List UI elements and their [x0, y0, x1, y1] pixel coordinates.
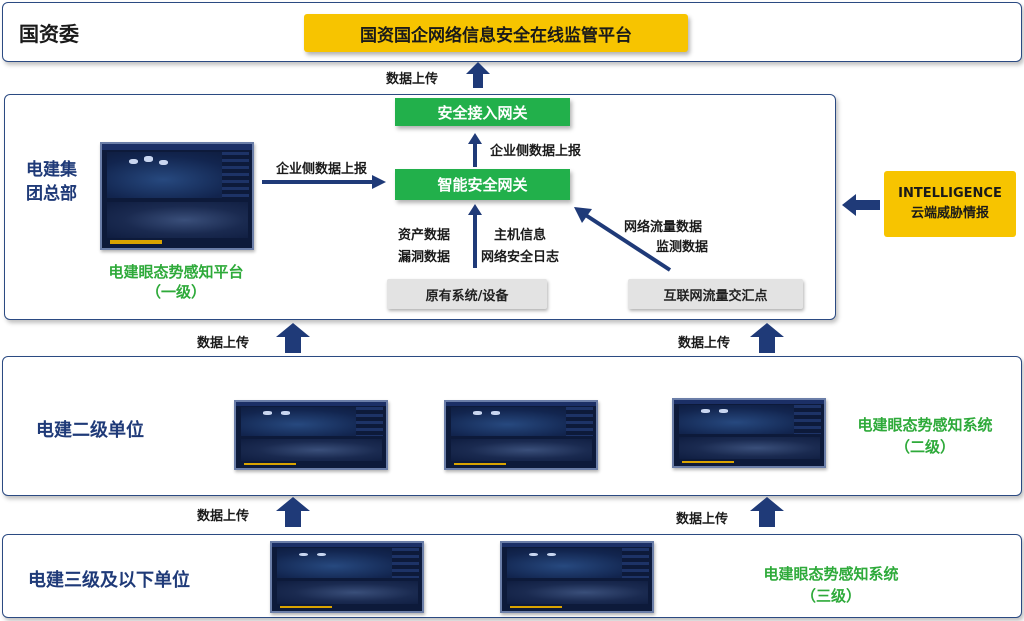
level3-dashboard-thumbnail — [500, 541, 654, 613]
regulatory-platform: 国资国企网络信息安全在线监管平台 — [304, 14, 688, 52]
exchange-point-box: 互联网流量交汇点 — [628, 279, 803, 309]
vuln-data-label: 漏洞数据 — [398, 250, 451, 265]
security-log-label: 网络安全日志 — [481, 250, 560, 265]
host-info-label: 主机信息 — [494, 228, 547, 243]
hq-platform-label: 电建眼态势感知平台 （一级） — [108, 263, 244, 301]
right-arrow-icon — [262, 175, 386, 189]
level3-system-label: 电建眼态势感知系统 （三级） — [763, 565, 899, 605]
flow-data-label: 网络流量数据 — [624, 220, 703, 235]
top-panel: 国资委 — [2, 2, 1022, 62]
hq-name: 电建集 团总部 — [26, 160, 77, 204]
left-arrow-icon — [842, 194, 880, 216]
upload-label-top: 数据上传 — [386, 72, 439, 87]
level2-system-label: 电建眼态势感知系统 （二级） — [857, 416, 993, 456]
up-arrow-icon — [750, 323, 784, 353]
asset-data-label: 资产数据 — [398, 228, 451, 243]
level2-dashboard-thumbnail — [444, 400, 598, 470]
gateway-access: 安全接入网关 — [395, 98, 570, 126]
up-arrow-icon — [466, 62, 490, 88]
threat-intel-box: INTELLIGENCE 云端威胁情报 — [884, 171, 1016, 237]
diagonal-arrow-icon — [574, 207, 672, 272]
org-label: 国资委 — [19, 22, 79, 46]
level3-dashboard-thumbnail — [270, 541, 424, 613]
report-label-mid: 企业侧数据上报 — [490, 144, 582, 159]
up-arrow-icon — [276, 497, 310, 527]
up-arrow-icon — [276, 323, 310, 353]
level2-name: 电建二级单位 — [36, 420, 144, 441]
upload-label: 数据上传 — [197, 509, 250, 524]
level2-dashboard-thumbnail — [672, 398, 826, 468]
upload-label: 数据上传 — [678, 336, 731, 351]
gateway-smart: 智能安全网关 — [395, 169, 570, 200]
level3-name: 电建三级及以下单位 — [28, 570, 190, 591]
monitor-data-label: 监测数据 — [656, 240, 709, 255]
up-arrow-icon — [750, 497, 784, 527]
upload-label: 数据上传 — [197, 336, 250, 351]
level2-dashboard-thumbnail — [234, 400, 388, 470]
report-label-left: 企业侧数据上报 — [276, 162, 368, 177]
hq-dashboard-thumbnail — [100, 142, 254, 250]
legacy-system-box: 原有系统/设备 — [387, 279, 547, 309]
up-arrow-icon — [468, 133, 482, 167]
upload-label: 数据上传 — [676, 512, 729, 527]
up-arrow-icon — [468, 204, 482, 268]
